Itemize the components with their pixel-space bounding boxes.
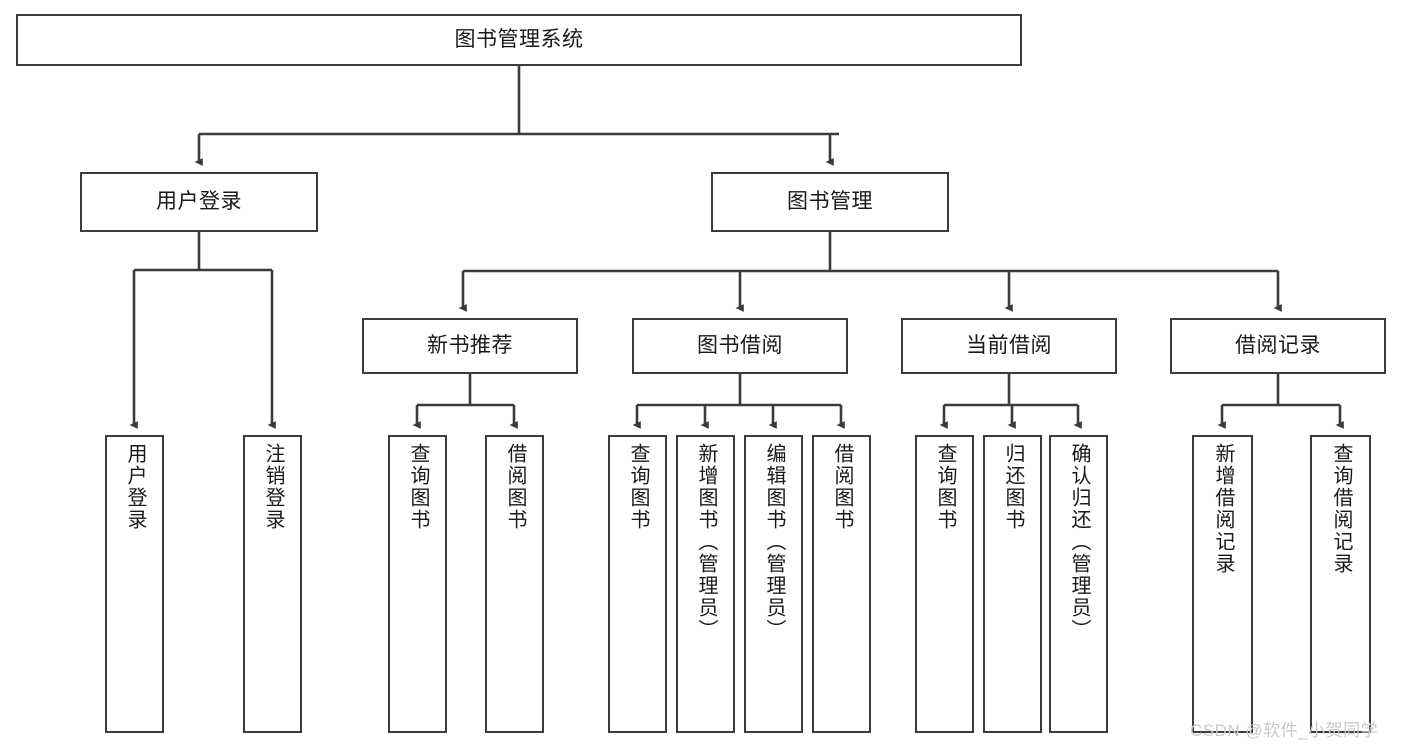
node-leaf-query-book-cb-label: 查询图书 [934, 443, 956, 531]
node-leaf-query-record-label: 查询借阅记录 [1330, 443, 1352, 575]
node-leaf-borrow-book-rec[interactable]: 借阅图书 [485, 435, 544, 733]
node-leaf-borrow-book-bb[interactable]: 借阅图书 [812, 435, 871, 733]
node-new-book-rec[interactable]: 新书推荐 [362, 318, 578, 374]
node-leaf-add-book[interactable]: 新增图书（管理员） [676, 435, 735, 733]
node-user-login-label: 用户登录 [156, 189, 242, 213]
node-leaf-query-book-bb[interactable]: 查询图书 [608, 435, 667, 733]
node-root[interactable]: 图书管理系统 [16, 14, 1022, 66]
node-leaf-user-logout-label: 注销登录 [262, 443, 284, 531]
node-leaf-confirm-return-label: 确认归还（管理员） [1068, 443, 1090, 641]
node-book-manage[interactable]: 图书管理 [711, 172, 949, 232]
node-book-manage-label: 图书管理 [787, 189, 873, 213]
node-borrow-record-label: 借阅记录 [1235, 333, 1321, 357]
node-root-label: 图书管理系统 [454, 27, 584, 51]
node-leaf-edit-book[interactable]: 编辑图书（管理员） [744, 435, 803, 733]
node-leaf-borrow-book-bb-label: 借阅图书 [831, 443, 853, 531]
node-new-book-rec-label: 新书推荐 [427, 333, 513, 357]
node-leaf-user-login-label: 用户登录 [124, 443, 146, 531]
node-leaf-return-book[interactable]: 归还图书 [983, 435, 1042, 733]
node-leaf-confirm-return[interactable]: 确认归还（管理员） [1049, 435, 1108, 733]
node-leaf-edit-book-label: 编辑图书（管理员） [763, 443, 785, 641]
node-current-borrow-label: 当前借阅 [966, 333, 1052, 357]
node-leaf-add-record-label: 新增借阅记录 [1212, 443, 1234, 575]
node-leaf-user-logout[interactable]: 注销登录 [243, 435, 302, 733]
node-user-login[interactable]: 用户登录 [80, 172, 318, 232]
node-borrow-record[interactable]: 借阅记录 [1170, 318, 1386, 374]
node-leaf-add-book-label: 新增图书（管理员） [695, 443, 717, 641]
node-book-borrow-label: 图书借阅 [697, 333, 783, 357]
node-leaf-return-book-label: 归还图书 [1002, 443, 1024, 531]
node-leaf-add-record[interactable]: 新增借阅记录 [1192, 435, 1253, 733]
node-leaf-query-book-rec[interactable]: 查询图书 [388, 435, 447, 733]
node-leaf-query-record[interactable]: 查询借阅记录 [1310, 435, 1371, 733]
node-leaf-query-book-cb[interactable]: 查询图书 [915, 435, 974, 733]
node-leaf-borrow-book-rec-label: 借阅图书 [504, 443, 526, 531]
node-leaf-query-book-rec-label: 查询图书 [407, 443, 429, 531]
node-current-borrow[interactable]: 当前借阅 [901, 318, 1117, 374]
node-leaf-user-login[interactable]: 用户登录 [105, 435, 164, 733]
node-leaf-query-book-bb-label: 查询图书 [627, 443, 649, 531]
csdn-watermark: CSDN @软件_小贺同学 [1190, 721, 1379, 740]
node-book-borrow[interactable]: 图书借阅 [632, 318, 848, 374]
